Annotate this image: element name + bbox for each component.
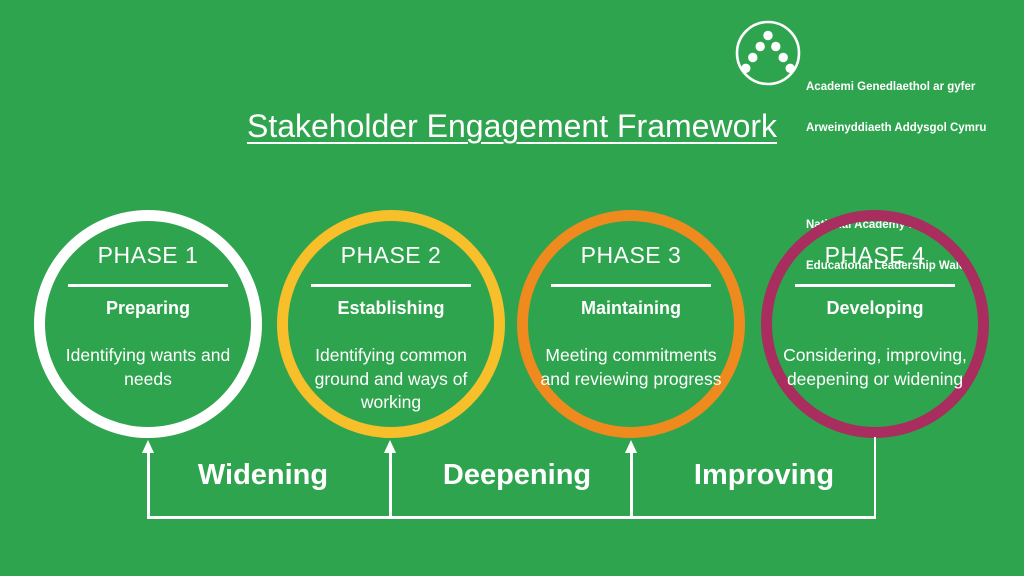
- academy-welsh-line1: Academi Genedlaethol ar gyfer: [806, 81, 976, 93]
- phase-2-circle: PHASE 2 Establishing Identifying common …: [277, 210, 505, 438]
- phase-2-name: Establishing: [337, 298, 445, 318]
- phase-1-name: Preparing: [105, 298, 191, 318]
- page-title: Stakeholder Engagement Framework: [246, 108, 778, 144]
- phase-3-circle: PHASE 3 Maintaining Meeting commitments …: [517, 210, 745, 438]
- arrow-line-phase-1: [147, 452, 150, 516]
- phase-4-label: PHASE 4: [824, 242, 926, 268]
- phase-4-description: Considering, improving, deepening or wid…: [783, 345, 967, 389]
- flow-label-deepening: Deepening: [442, 459, 592, 491]
- phase-3-label: PHASE 3: [580, 242, 682, 268]
- phase-2-divider: [311, 284, 471, 287]
- arrow-up-icon: [383, 440, 396, 453]
- phase-4-circle: PHASE 4 Developing Considering, improvin…: [761, 210, 989, 438]
- phase-1-circle: PHASE 1 Preparing Identifying wants and …: [34, 210, 262, 438]
- timeline-baseline: [147, 516, 876, 519]
- phase-3-name: Maintaining: [581, 298, 681, 318]
- phase-3-description: Meeting commitments and reviewing progre…: [540, 345, 722, 389]
- flow-label-improving: Improving: [693, 459, 835, 491]
- phase-2-description: Identifying common ground and ways of wo…: [314, 345, 468, 412]
- phase-3-divider: [551, 284, 711, 287]
- phase-4-name: Developing: [826, 298, 924, 318]
- connector-line-phase-4: [873, 437, 876, 516]
- phase-4-divider: [795, 284, 955, 287]
- flow-label-widening: Widening: [197, 459, 329, 491]
- academy-name-welsh: Academi Genedlaethol ar gyfer Arweinyddi…: [806, 54, 986, 162]
- arrow-line-phase-2: [389, 452, 392, 516]
- academy-welsh-line2: Arweinyddiaeth Addysgol Cymru: [806, 121, 987, 134]
- academy-logo-icon: [735, 20, 801, 86]
- phase-2-label: PHASE 2: [340, 242, 442, 268]
- phase-1-label: PHASE 1: [97, 242, 199, 268]
- arrow-line-phase-3: [630, 452, 633, 516]
- phase-1-description: Identifying wants and needs: [65, 345, 231, 389]
- arrow-up-icon: [624, 440, 637, 453]
- phase-1-divider: [68, 284, 228, 287]
- arrow-up-icon: [141, 440, 154, 453]
